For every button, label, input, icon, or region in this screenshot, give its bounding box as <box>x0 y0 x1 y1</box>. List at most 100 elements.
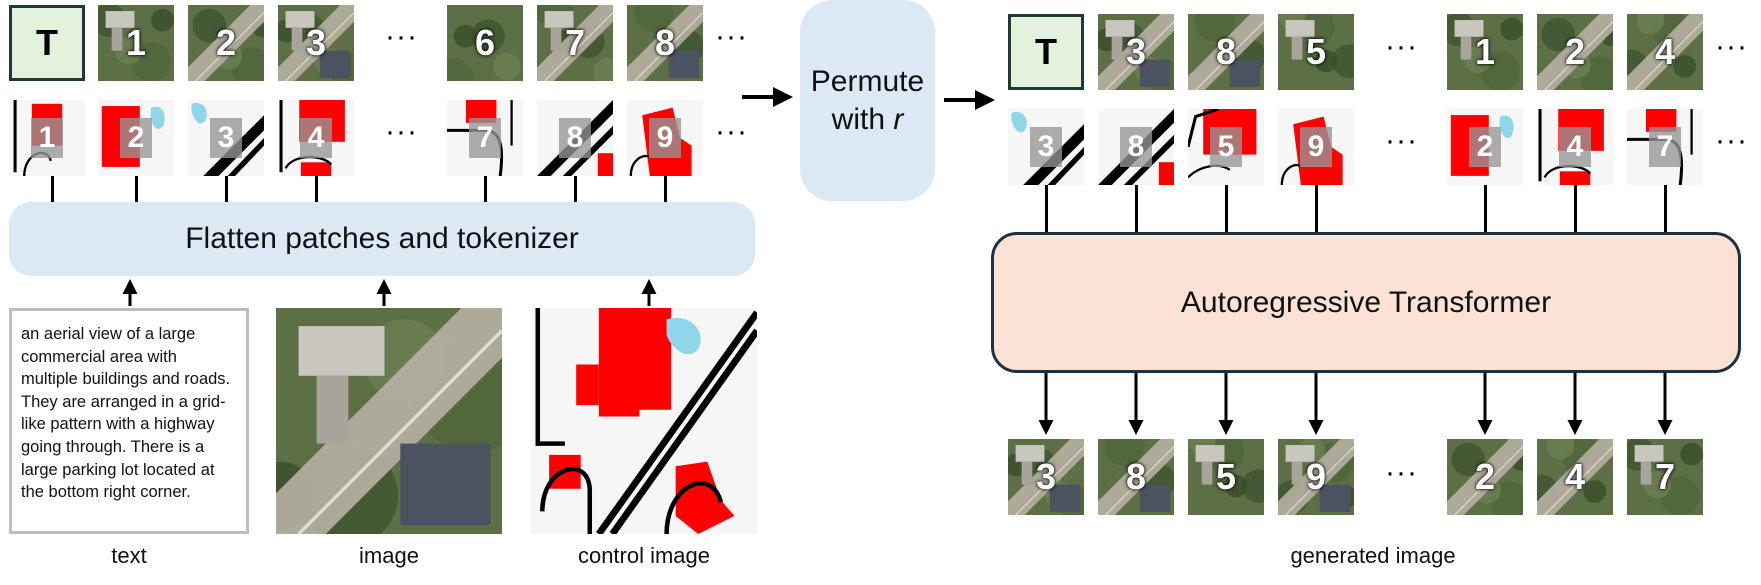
control-patch: 1 <box>9 100 85 176</box>
connector-line <box>1484 185 1487 232</box>
patch-number: 1 <box>31 118 63 158</box>
ellipsis: ··· <box>715 115 748 148</box>
output-patch: 3 <box>1008 439 1084 515</box>
patch-number: 4 <box>1564 456 1586 497</box>
control-patch: 7 <box>447 100 523 176</box>
connector-line <box>315 176 318 202</box>
aerial-patch: 5 <box>1278 14 1354 90</box>
aerial-patch: 4 <box>1627 14 1703 90</box>
permute-label-line2: with r <box>832 101 904 139</box>
patch-number: 3 <box>305 22 327 63</box>
patch-number: 9 <box>1300 127 1332 167</box>
patch-number: 7 <box>1654 456 1676 497</box>
aerial-patch: 8 <box>627 5 703 81</box>
output-patch: 2 <box>1447 439 1523 515</box>
patch-number: 6 <box>474 22 496 63</box>
control-patch: 3 <box>1008 109 1084 185</box>
output-patch: 5 <box>1188 439 1264 515</box>
aerial-texture <box>188 5 264 81</box>
aerial-texture <box>1627 439 1703 515</box>
aerial-texture <box>1098 439 1174 515</box>
aerial-texture <box>1447 439 1523 515</box>
patch-number: 2 <box>1474 456 1496 497</box>
aerial-texture <box>1447 14 1523 90</box>
aerial-texture <box>1188 439 1264 515</box>
control-patch: 3 <box>188 100 264 176</box>
patch-number: 8 <box>1125 456 1147 497</box>
connector-line <box>664 176 667 202</box>
patch-number: 7 <box>1649 127 1681 167</box>
aerial-texture <box>278 5 354 81</box>
patch-number: 1 <box>125 22 147 63</box>
aerial-patch: 2 <box>188 5 264 81</box>
patch-number: 4 <box>1559 127 1591 167</box>
text-caption-label: text <box>111 543 147 568</box>
ellipsis: ··· <box>1715 30 1748 63</box>
connector-line <box>484 176 487 202</box>
text-token: T <box>9 5 85 81</box>
control-patch: 7 <box>1627 109 1703 185</box>
aerial-texture <box>1188 14 1264 90</box>
output-patch: 9 <box>1278 439 1354 515</box>
patch-number: 3 <box>210 118 242 158</box>
patch-number: 7 <box>564 22 586 63</box>
patch-number: 3 <box>1030 127 1062 167</box>
ellipsis: ··· <box>385 115 418 148</box>
control-patch: 2 <box>98 100 174 176</box>
patch-number: 9 <box>649 118 681 158</box>
patch-number: 8 <box>1120 127 1152 167</box>
control-map-texture <box>531 308 757 534</box>
patch-number: 8 <box>1215 31 1237 72</box>
aerial-texture <box>1627 14 1703 90</box>
aerial-patch: 7 <box>537 5 613 81</box>
connector-line <box>51 176 54 202</box>
connector-line <box>1574 185 1577 232</box>
patch-number: 2 <box>1469 127 1501 167</box>
tokenizer-box: Flatten patches and tokenizer <box>9 202 755 276</box>
ellipsis: ··· <box>1385 30 1418 63</box>
aerial-texture <box>1537 14 1613 90</box>
patch-number: 3 <box>1125 31 1147 72</box>
patch-number: 3 <box>1035 456 1057 497</box>
connector-line <box>574 176 577 202</box>
control-patch: 9 <box>1278 109 1354 185</box>
aerial-texture <box>98 5 174 81</box>
aerial-texture <box>447 5 523 81</box>
patch-number: 4 <box>300 118 332 158</box>
tokenizer-label: Flatten patches and tokenizer <box>185 222 579 255</box>
text-prompt: an aerial view of a large commercial are… <box>21 325 231 502</box>
permute-label-prefix: with <box>831 102 894 136</box>
generated-caption-label: generated image <box>1290 543 1456 568</box>
patch-number: 8 <box>559 118 591 158</box>
aerial-patch: 6 <box>447 5 523 81</box>
output-patch: 7 <box>1627 439 1703 515</box>
patch-number: 1 <box>1474 31 1496 72</box>
connector-line <box>135 176 138 202</box>
aerial-texture <box>1008 439 1084 515</box>
ellipsis: ··· <box>1715 124 1748 157</box>
aerial-patch: 3 <box>278 5 354 81</box>
connector-line <box>1315 185 1318 232</box>
control-patch: 9 <box>627 100 703 176</box>
control-patch: 5 <box>1188 109 1264 185</box>
aerial-texture <box>1098 14 1174 90</box>
aerial-patch: 1 <box>98 5 174 81</box>
text-prompt-box: an aerial view of a large commercial are… <box>9 308 249 534</box>
control-patch: 4 <box>278 100 354 176</box>
aerial-texture <box>1278 439 1354 515</box>
output-patch: 8 <box>1098 439 1174 515</box>
text-token: T <box>1008 14 1084 90</box>
input-image <box>276 308 502 534</box>
connector-line <box>1135 185 1138 232</box>
control-patch: 8 <box>1098 109 1174 185</box>
patch-number: 2 <box>120 118 152 158</box>
patch-number: 9 <box>1305 456 1327 497</box>
connector-line <box>1225 185 1228 232</box>
permute-box: Permute with r <box>800 0 935 201</box>
aerial-patch: 2 <box>1537 14 1613 90</box>
ellipsis: ··· <box>385 20 418 53</box>
patch-number: 2 <box>1564 31 1586 72</box>
transformer-label: Autoregressive Transformer <box>1180 285 1552 319</box>
image-caption-label: image <box>359 543 419 568</box>
